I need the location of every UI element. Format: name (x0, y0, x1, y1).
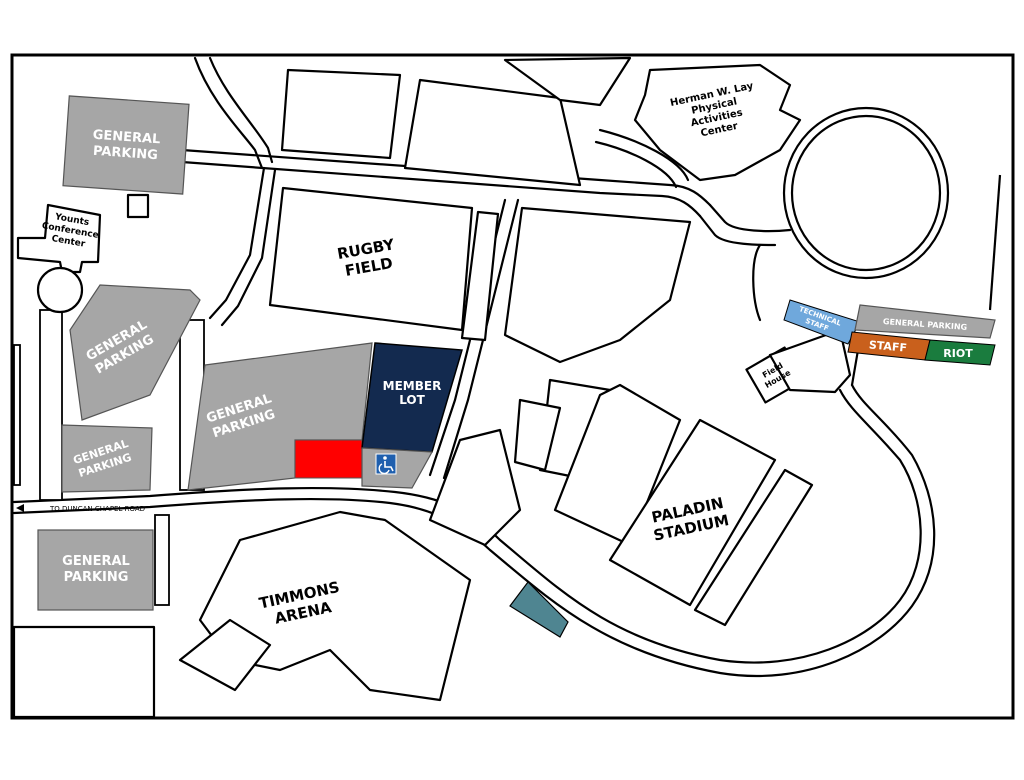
lot-technical-staff (783, 299, 861, 345)
lot-member-label-1: MEMBER (383, 379, 442, 393)
field-top-mid (403, 78, 582, 187)
southwest-building (12, 625, 156, 719)
younts-circle (36, 266, 84, 314)
lot-member-label-2: LOT (399, 393, 425, 407)
timmons-arena (198, 510, 472, 702)
lot-riot-label: RIOT (943, 347, 973, 360)
lot-general-bottom-left-label-1: GENERAL (62, 554, 130, 569)
lot-staff-label: STAFF (868, 338, 907, 354)
parking-lots: GENERAL PARKING GENERAL PARKING GENERAL … (37, 95, 996, 638)
lot-red-section (294, 439, 363, 479)
field-top-left (280, 68, 402, 160)
lot-riot (924, 339, 996, 366)
lot-general-left-small (61, 424, 153, 493)
road-label: TO DUNCAN CHAPEL ROAD (49, 505, 145, 513)
track-inner (790, 114, 942, 272)
northeast-lot (503, 56, 632, 107)
practice-field (503, 206, 692, 364)
duncan-chapel-road: TO DUNCAN CHAPEL ROAD (16, 504, 145, 513)
structures (12, 56, 1002, 719)
rugby-side-strip (460, 210, 500, 342)
small-building (126, 193, 150, 219)
lot-general-angled (69, 284, 201, 421)
lot-general-top-left (62, 95, 190, 195)
road-network (12, 56, 936, 678)
lot-teal (509, 581, 569, 638)
accessible-icon (375, 453, 397, 475)
stadium-stand-mid (553, 383, 682, 547)
stadium-lot-south (428, 428, 522, 547)
lot-general-right (854, 304, 996, 339)
stadium-stand-east (693, 468, 814, 627)
lot-general-bottom-left-label-2: PARKING (64, 570, 129, 585)
lot-general-top-left-label-1: GENERAL (92, 128, 161, 148)
road-arrow-icon (16, 504, 24, 512)
lay-center-building (633, 63, 802, 182)
timmons-annex (178, 618, 272, 692)
lot-general-bottom-left (37, 529, 154, 611)
stadium-press-box (513, 398, 562, 472)
paladin-stadium (608, 418, 777, 607)
lot-general-top-left-label-2: PARKING (93, 144, 159, 163)
